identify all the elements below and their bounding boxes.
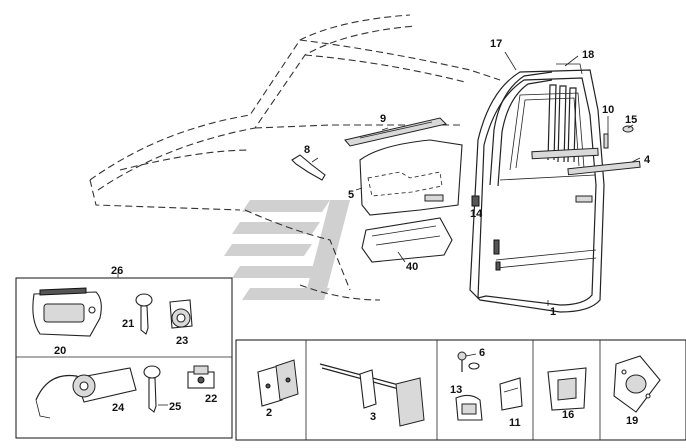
watermark-logo [224, 200, 350, 300]
callout-9: 9 [380, 113, 386, 125]
part-13-clip [455, 394, 483, 421]
part-16-striker [547, 367, 587, 411]
part-40-pocket [361, 217, 453, 263]
callout-24: 24 [112, 402, 125, 414]
part-14-plug [471, 195, 480, 207]
part-8-bracket [291, 154, 326, 181]
callout-22: 22 [205, 393, 217, 405]
callout-2: 2 [266, 407, 272, 419]
part-6-screw [457, 351, 477, 372]
part-22-lock [187, 365, 215, 389]
callout-11: 11 [509, 417, 521, 429]
callout-23: 23 [176, 335, 188, 347]
part-11-bracket [499, 377, 523, 411]
callout-5: 5 [348, 189, 354, 201]
kit-26-box: 26 [15, 265, 233, 439]
callout-16: 16 [562, 409, 574, 421]
part-3-door-check [319, 363, 425, 427]
part-10 [603, 133, 609, 149]
part-5-trim-panel [359, 139, 463, 216]
callout-15: 15 [625, 114, 637, 126]
callout-17: 17 [490, 38, 502, 50]
part-20-handle [32, 287, 102, 337]
part-23-lock-cylinder [169, 299, 193, 329]
leader-lines [311, 51, 641, 306]
callout-8: 8 [304, 144, 310, 156]
part-19-striker-plate [613, 355, 661, 413]
part-2-hinge [257, 359, 299, 407]
callout-25: 25 [169, 401, 181, 413]
callout-10: 10 [602, 104, 614, 116]
callout-14: 14 [470, 208, 483, 220]
belt-molding [567, 160, 641, 176]
callout-21: 21 [122, 318, 134, 330]
part-21-key [135, 293, 153, 335]
callout-13: 13 [450, 384, 462, 396]
bottom-parts-frame [235, 339, 686, 441]
part-15-clip [622, 125, 634, 133]
window-run-channel [489, 63, 599, 187]
door-shell [469, 69, 605, 313]
callout-18: 18 [582, 49, 594, 61]
callout-4: 4 [644, 154, 651, 166]
callout-3: 3 [370, 411, 376, 423]
callout-40: 40 [406, 261, 418, 273]
callout-6: 6 [479, 347, 485, 359]
callout-26: 26 [111, 265, 123, 277]
car-body-outline [89, 14, 501, 301]
part-12-washer [468, 362, 480, 370]
callout-20: 20 [54, 345, 66, 357]
part-9-rail [344, 117, 447, 147]
part-25-key [143, 365, 168, 413]
callout-19: 19 [626, 415, 638, 427]
callout-1: 1 [550, 306, 556, 318]
part-24-ignition-lock [35, 367, 137, 419]
